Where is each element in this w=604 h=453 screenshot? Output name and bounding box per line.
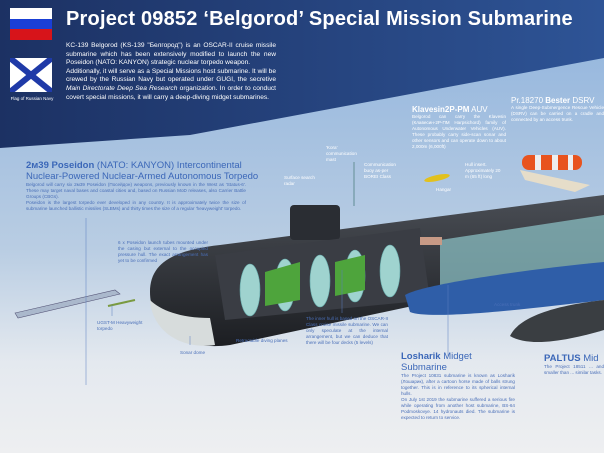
russian-navy-flag: [10, 58, 52, 92]
label-access-trunk: Access trunk: [494, 302, 521, 307]
label-sonar-dome: Sonar dome: [180, 350, 206, 355]
bester-dsrv: [520, 155, 590, 192]
sonar-dome: [150, 300, 215, 346]
poseidon-heading: 2м39 Poseidon (NATO: KANYON) Intercontin…: [26, 160, 259, 182]
label-comm-buoy: Communication buoy as-per BOREI Class: [364, 162, 396, 179]
russian-flag: [10, 8, 52, 40]
ugst-torpedo: [107, 299, 136, 307]
label-hull-insert: Hull insert. Approximately 20 m (65 ft) …: [465, 162, 501, 179]
paltus-section: PALTUS Mid The Project 18511 ... and sma…: [544, 353, 604, 376]
poseidon-section: 2м39 Poseidon (NATO: KANYON) Intercontin…: [26, 160, 259, 212]
label-launch-tubes: 6 x Poseidon launch tubes mounted under …: [118, 240, 208, 263]
sail: [290, 205, 340, 240]
label-diving-planes: Retractable diving planes: [236, 338, 288, 343]
bester-text: A single Deep-Submergence Rescue Vehicle…: [511, 105, 604, 122]
hangar: [420, 237, 442, 245]
belgorod-submarine-cutaway: [150, 162, 604, 347]
klavesin-text: Belgorod can carry the Klavesin (Клавеси…: [412, 114, 506, 149]
poseidon-text-2: Poseidon is the largest torpedo ever dev…: [26, 200, 246, 211]
bester-section: Pr.18270 Bester DSRV A single Deep-Subme…: [511, 96, 604, 123]
intro-text: KC-139 Belgorod (KS-139 "Белгород") is a…: [66, 42, 276, 102]
label-hangar: Hangar: [436, 187, 452, 192]
label-kora-mast: 'Kora' communication mast: [326, 145, 357, 162]
losharik-section: Losharik Midget Submarine The Project 10…: [401, 351, 515, 421]
intro-paragraph-2: Additionally, it will serve as a Special…: [66, 67, 276, 84]
losharik-midget-submarine: [405, 262, 604, 315]
klavesin-auv: [424, 174, 450, 182]
label-ugst-torpedo: UGST-M Heavyweight torpedo: [97, 320, 143, 331]
losharik-text-1: The Project 10831 submarine is known as …: [401, 373, 515, 396]
gugi-name: Main Directorate Deep Sea Research: [66, 84, 178, 92]
poseidon-torpedo: [14, 289, 121, 319]
paltus-text: The Project 18511 ... and smaller than .…: [544, 364, 604, 375]
paltus-heading: PALTUS Mid: [544, 353, 599, 364]
bester-heading: Pr.18270 Bester DSRV: [511, 96, 595, 105]
klavesin-section: Klavesin2P-PM AUV Belgorod can carry the…: [412, 105, 506, 150]
header-band: [0, 0, 604, 148]
intro-paragraph-1: KC-139 Belgorod (KS-139 "Белгород") is a…: [66, 42, 276, 67]
poseidon-text-1: Belgorod will carry six 2м39 Poseidon (П…: [26, 182, 246, 199]
paltus-midget-submarine: [510, 300, 604, 343]
losharik-text-2: On July 1st 2019 the submarine suffered …: [401, 397, 515, 420]
klavesin-heading: Klavesin2P-PM AUV: [412, 105, 488, 114]
intro-paragraph-2-end: organization. In order to conduct covert…: [66, 84, 276, 101]
navy-flag-caption: Flag of Russian Navy: [10, 96, 54, 101]
label-inner-hull: The inner hull is based on the OSCAR-II …: [306, 316, 388, 345]
label-radar: Surface search radar: [284, 175, 315, 186]
losharik-heading: Losharik Midget Submarine: [401, 351, 472, 373]
page-title: Project 09852 ‘Belgorod’ Special Mission…: [66, 8, 573, 30]
